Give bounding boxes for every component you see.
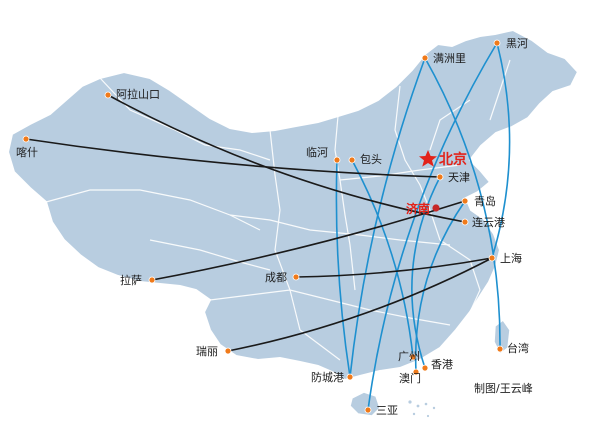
city-dot-icon <box>493 39 501 47</box>
route-tianjin-xianggang <box>411 176 441 369</box>
city-dot-icon <box>488 254 496 262</box>
city-label: 防城港 <box>311 370 344 384</box>
hainan-island <box>349 391 381 417</box>
city-chengdu: 成都 <box>265 271 300 284</box>
city-label: 临河 <box>306 145 328 159</box>
route-ruili-shanghai <box>227 257 493 352</box>
city-dot-icon <box>412 368 420 376</box>
city-fangchenggang: 防城港 <box>311 370 354 384</box>
city-label: 黑河 <box>506 37 528 50</box>
city-label: 满洲里 <box>433 52 466 65</box>
city-label: 三亚 <box>376 404 398 417</box>
city-manzhouli: 满洲里 <box>421 52 466 65</box>
city-label: 香港 <box>431 358 453 371</box>
city-label: 成都 <box>265 271 287 284</box>
city-tianjin: 天津 <box>436 171 470 184</box>
city-dot-icon <box>224 347 232 355</box>
city-label: 台湾 <box>507 341 529 355</box>
city-heihe: 黑河 <box>493 37 528 50</box>
jinan-dot-icon <box>432 204 440 212</box>
route-alashankou-lianyungang <box>107 94 466 223</box>
city-sanya: 三亚 <box>364 404 398 417</box>
city-label: 青岛 <box>474 194 496 208</box>
route-baotou-guangzhou <box>351 159 414 358</box>
city-label: 阿拉山口 <box>116 87 160 101</box>
city-lasa: 拉萨 <box>120 273 156 287</box>
map-credit: 制图/王云峰 <box>474 382 533 395</box>
city-guangzhou: 广州 <box>398 350 420 363</box>
route-heihe-sanya <box>367 42 498 411</box>
route-chengdu-shanghai <box>295 257 493 278</box>
city-dot-icon <box>346 373 354 381</box>
city-dot-icon <box>148 276 156 284</box>
beijing-star-icon <box>419 150 437 167</box>
route-kashi-tianjin <box>25 138 441 178</box>
city-taiwan: 台湾 <box>496 341 529 355</box>
city-dot-icon <box>348 156 356 164</box>
south-sea-islands <box>408 400 436 418</box>
city-label: 喀什 <box>16 146 38 159</box>
city-dot-icon <box>461 197 469 205</box>
route-heihe-shanghai <box>491 42 511 259</box>
city-dot-icon <box>292 273 300 281</box>
city-label: 澳门 <box>399 371 421 385</box>
city-dot-icon <box>436 173 444 181</box>
route-lasa-qingdao <box>151 200 466 281</box>
jinan-label: 济南 <box>406 201 430 216</box>
city-dot-icon <box>364 406 372 414</box>
city-label: 连云港 <box>472 216 505 229</box>
city-dot-icon <box>421 364 429 372</box>
black-routes <box>25 94 493 352</box>
city-dot-icon <box>333 156 341 164</box>
route-linhe-fangchenggang <box>335 159 351 378</box>
city-dot-icon <box>22 135 30 143</box>
beijing-marker: 北京 <box>419 150 467 168</box>
city-alashankou: 阿拉山口 <box>104 87 160 101</box>
city-label: 天津 <box>448 171 470 184</box>
beijing-label: 北京 <box>439 151 467 168</box>
city-dot-icon <box>104 91 112 99</box>
city-shanghai: 上海 <box>488 251 522 265</box>
city-qingdao: 青岛 <box>461 194 496 208</box>
city-xianggang: 香港 <box>421 358 453 372</box>
taiwan-island <box>493 318 511 356</box>
city-dot-icon <box>461 218 469 226</box>
city-label: 广州 <box>398 350 420 363</box>
city-dot-icon <box>421 54 429 62</box>
route-manzhouli-taiwan <box>424 57 501 350</box>
city-lianyungang: 连云港 <box>461 216 505 229</box>
city-dot-icon <box>409 353 417 361</box>
city-kashi: 喀什 <box>16 135 38 159</box>
city-label: 上海 <box>500 251 522 265</box>
jinan-marker: 济南 <box>406 201 440 216</box>
city-ruili: 瑞丽 <box>196 344 232 358</box>
city-label: 拉萨 <box>120 273 142 287</box>
city-label: 瑞丽 <box>196 344 218 358</box>
blue-routes <box>335 42 511 411</box>
city-linhe: 临河 <box>306 145 341 164</box>
city-aomen: 澳门 <box>399 368 421 385</box>
city-dot-icon <box>496 345 504 353</box>
city-baotou: 包头 <box>348 153 382 166</box>
city-label: 包头 <box>360 153 382 166</box>
